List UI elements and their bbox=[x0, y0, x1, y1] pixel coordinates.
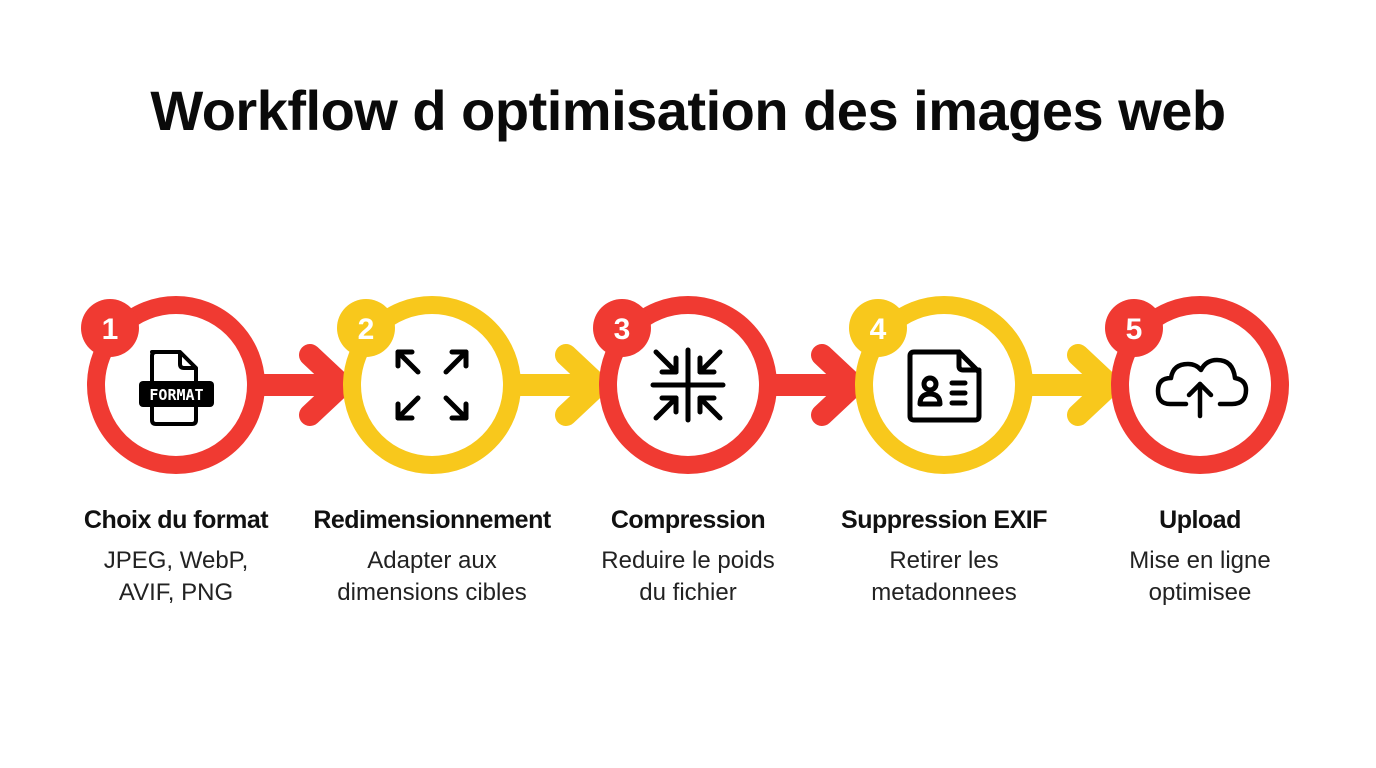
step-2-ring bbox=[343, 296, 521, 474]
step-4-description: Retirer les metadonnees bbox=[871, 547, 1017, 606]
step-1-title: Choix du format bbox=[83, 506, 269, 534]
file-format-icon: FORMAT bbox=[139, 350, 214, 426]
step-2-badge bbox=[337, 299, 395, 357]
arrow-2-to-3 bbox=[507, 344, 609, 426]
svg-text:FORMAT: FORMAT bbox=[149, 386, 203, 404]
step-5-description: Mise en ligne optimisee bbox=[1129, 547, 1271, 606]
step-2-description: Adapter aux dimensions cibles bbox=[337, 547, 527, 606]
cloud-upload-icon bbox=[1155, 357, 1249, 419]
step-1-description: JPEG, WebP, AVIF, PNG bbox=[103, 547, 249, 606]
step-1-node: 1 FORMAT bbox=[81, 296, 265, 474]
compress-arrows-icon bbox=[650, 347, 726, 423]
step-5-badge bbox=[1105, 299, 1163, 357]
step-1-text: Choix du format JPEG, WebP, AVIF, PNG bbox=[48, 506, 304, 609]
step-4-text: Suppression EXIF Retirer les metadonnees bbox=[816, 506, 1072, 609]
step-1-badge bbox=[81, 299, 139, 357]
step-5-number: 5 bbox=[1126, 313, 1143, 346]
step-3-number: 3 bbox=[614, 313, 631, 346]
page-title: Workflow d optimisation des images web bbox=[150, 79, 1226, 142]
arrow-3-to-4 bbox=[763, 344, 865, 426]
step-3-node: 3 bbox=[593, 296, 777, 474]
step-2-text: Redimensionnement Adapter aux dimensions… bbox=[304, 506, 560, 609]
step-4-title: Suppression EXIF bbox=[841, 506, 1047, 534]
step-3-badge bbox=[593, 299, 651, 357]
step-4-badge bbox=[849, 299, 907, 357]
step-4-node: 4 bbox=[849, 296, 1033, 474]
step-5-node: 5 bbox=[1105, 296, 1289, 474]
step-4-ring bbox=[855, 296, 1033, 474]
step-3-text: Compression Reduire le poids du fichier bbox=[560, 506, 816, 609]
step-5-text: Upload Mise en ligne optimisee bbox=[1072, 506, 1328, 609]
arrow-1-to-2 bbox=[251, 344, 353, 426]
step-1-number: 1 bbox=[102, 313, 119, 346]
step-2-title: Redimensionnement bbox=[313, 506, 551, 534]
step-3-title: Compression bbox=[610, 506, 766, 534]
metadata-document-icon bbox=[907, 349, 982, 423]
step-2-number: 2 bbox=[358, 313, 375, 346]
step-3-description: Reduire le poids du fichier bbox=[601, 547, 775, 606]
step-4-number: 4 bbox=[870, 313, 887, 346]
arrow-4-to-5 bbox=[1019, 344, 1121, 426]
step-2-node: 2 bbox=[337, 296, 521, 474]
expand-arrows-icon bbox=[395, 349, 469, 421]
step-5-title: Upload bbox=[1159, 506, 1241, 534]
